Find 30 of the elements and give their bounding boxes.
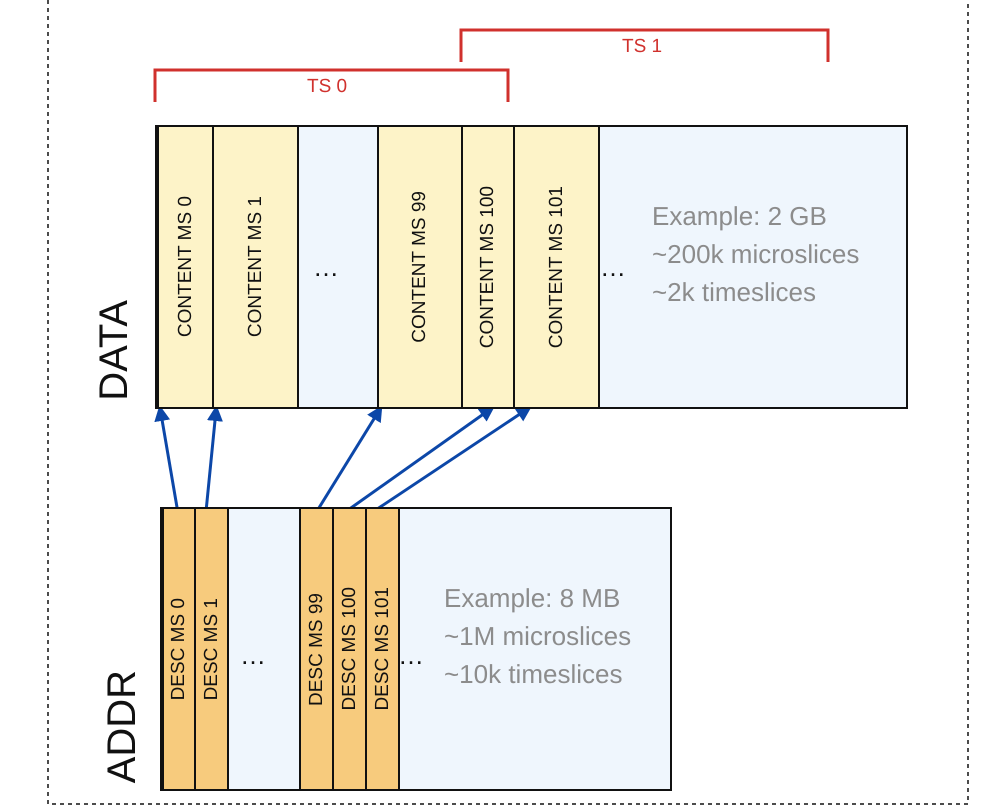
- memory-slot: [365, 509, 400, 789]
- slot-label: CONTENT MS 0: [174, 196, 196, 338]
- slot-label: DESC MS 1: [200, 598, 222, 700]
- memory-slot: [212, 127, 299, 407]
- slot-label: DESC MS 99: [306, 592, 328, 706]
- slot-label: CONTENT MS 99: [409, 191, 431, 343]
- slot-label: DESC MS 101: [372, 587, 394, 711]
- memory-slot: [332, 509, 367, 789]
- memory-slot: [377, 127, 463, 407]
- example-note: Example: 2 GB ~200k microslices ~2k timeslices: [652, 200, 860, 309]
- memory-slot: [513, 127, 600, 407]
- memory-buffer: [160, 507, 672, 791]
- memory-slot: [157, 127, 214, 407]
- memory-slot: [162, 509, 196, 789]
- ellipsis: …: [398, 640, 424, 671]
- slot-label: DESC MS 0: [168, 598, 190, 700]
- memory-buffer: [155, 125, 908, 409]
- slot-label: CONTENT MS 101: [546, 186, 568, 348]
- memory-slot: [461, 127, 515, 407]
- slot-label: DESC MS 100: [338, 587, 360, 711]
- buffer-title: ADDR: [100, 670, 145, 784]
- slot-label: CONTENT MS 100: [477, 186, 499, 348]
- example-note: Example: 8 MB ~1M microslices ~10k timeslices: [444, 582, 632, 691]
- ellipsis: …: [240, 640, 266, 671]
- memory-slot: [299, 509, 334, 789]
- slot-label: CONTENT MS 1: [244, 196, 266, 338]
- memory-slot: [194, 509, 229, 789]
- ellipsis: …: [313, 252, 339, 283]
- buffer-title: DATA: [92, 300, 137, 401]
- ellipsis: …: [600, 252, 626, 283]
